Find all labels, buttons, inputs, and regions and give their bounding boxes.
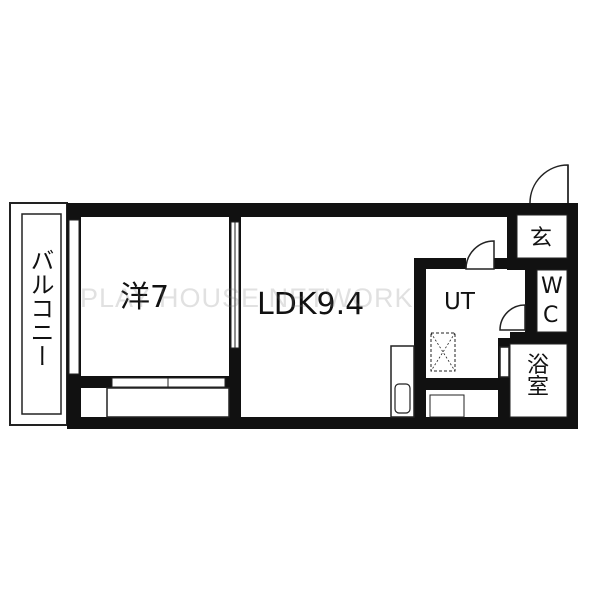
washer-space	[430, 332, 456, 372]
balcony	[9, 202, 68, 426]
toilet-area	[536, 269, 568, 333]
ldk-label: LDK9.4	[257, 287, 365, 322]
bath-label: 浴室	[527, 353, 550, 400]
entrance-area	[516, 214, 568, 259]
toilet-c-label: C	[543, 303, 559, 328]
bath-area	[509, 343, 568, 418]
kitchen-counter	[390, 345, 415, 418]
doors	[465, 164, 569, 378]
entrance-label: 玄	[530, 226, 553, 251]
utility-shelf	[429, 394, 465, 418]
balcony-label: バルコニー	[26, 248, 54, 368]
western-room-label: 洋7	[120, 280, 170, 315]
window-west	[68, 219, 80, 375]
toilet-w-label: W	[541, 274, 563, 299]
partition-western-ldk	[229, 217, 241, 417]
utility-label: UT	[444, 289, 475, 315]
closet	[81, 376, 230, 418]
